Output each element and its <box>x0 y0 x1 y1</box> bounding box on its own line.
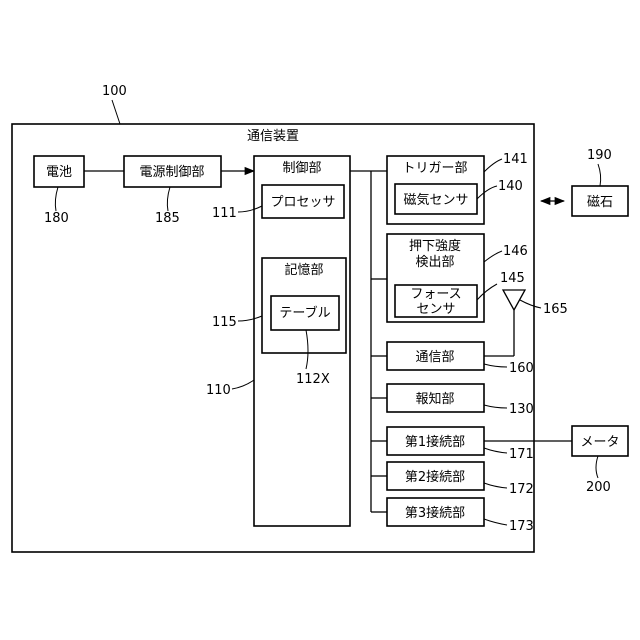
meter-ref: 200 <box>586 480 611 495</box>
communication-ref: 160 <box>509 361 534 376</box>
antenna-ref: 165 <box>543 302 568 317</box>
magnetic-sensor-ref: 140 <box>498 179 523 194</box>
force-sensor-label-2: センサ <box>416 302 455 317</box>
press-strength-label-1: 押下強度 <box>409 238 461 254</box>
magnet-label: 磁石 <box>587 195 613 210</box>
notification-label: 報知部 <box>415 391 454 407</box>
device-ref: 100 <box>102 84 127 99</box>
press-strength-label-2: 検出部 <box>415 255 454 270</box>
meter-label: メータ <box>580 435 619 450</box>
trigger-ref: 141 <box>503 152 528 167</box>
storage-label: 記憶部 <box>284 262 323 278</box>
connection3-ref: 173 <box>509 519 534 534</box>
control-ref: 110 <box>206 383 231 398</box>
device-title: 通信装置 <box>247 129 299 144</box>
device-leader <box>112 100 120 124</box>
trigger-label: トリガー部 <box>402 161 467 176</box>
force-sensor-ref: 145 <box>500 271 525 286</box>
communication-label: 通信部 <box>415 350 454 365</box>
force-sensor-label-1: フォース <box>410 287 461 302</box>
storage-ref: 115 <box>212 315 237 330</box>
magnet-leader <box>598 164 601 186</box>
processor-label: プロセッサ <box>270 195 335 210</box>
power-control-label: 電源制御部 <box>139 165 204 180</box>
magnetic-sensor-label: 磁気センサ <box>403 192 468 208</box>
table-label: テーブル <box>279 305 330 321</box>
connection2-label: 第2接続部 <box>405 469 465 485</box>
connection2-ref: 172 <box>509 482 534 497</box>
control-label: 制御部 <box>282 161 321 176</box>
notification-ref: 130 <box>509 402 534 417</box>
connection3-label: 第3接続部 <box>405 505 465 521</box>
battery-label: 電池 <box>46 165 72 180</box>
table-ref: 112X <box>296 372 330 387</box>
press-strength-ref: 146 <box>503 244 528 259</box>
meter-leader <box>596 456 598 478</box>
connection1-label: 第1接続部 <box>405 434 465 450</box>
magnet-ref: 190 <box>587 148 612 163</box>
battery-ref: 180 <box>44 211 69 226</box>
connection1-ref: 171 <box>509 447 534 462</box>
processor-ref: 111 <box>212 206 237 221</box>
power-control-ref: 185 <box>155 211 180 226</box>
